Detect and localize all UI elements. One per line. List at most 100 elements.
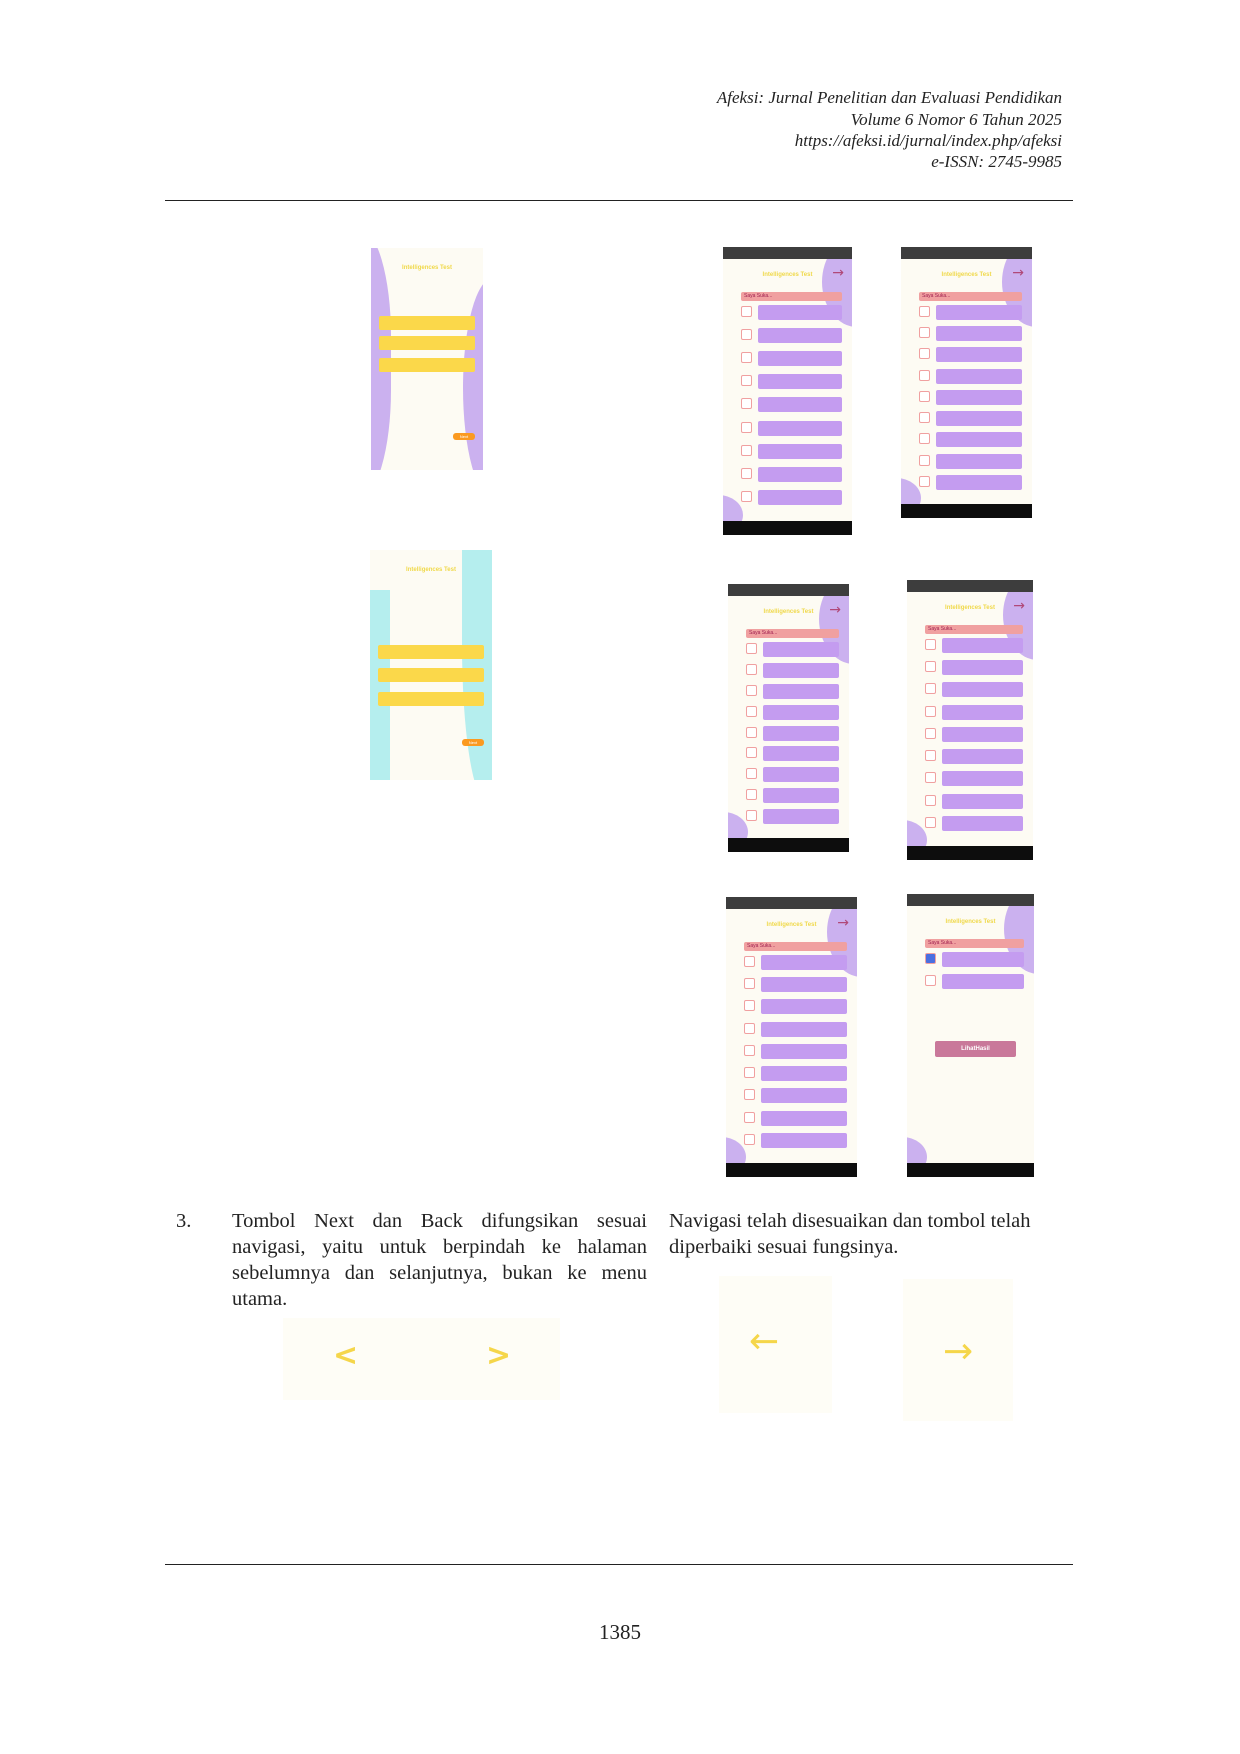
arrow-right-icon[interactable]: → — [832, 265, 844, 281]
option-label[interactable] — [942, 660, 1023, 676]
checkbox[interactable] — [925, 727, 936, 739]
arrow-right-icon[interactable]: → — [829, 602, 841, 618]
checkbox[interactable] — [746, 747, 757, 759]
checkbox[interactable] — [919, 348, 930, 360]
checklist-item[interactable] — [744, 1066, 847, 1082]
checklist-item[interactable] — [741, 351, 842, 367]
checkbox[interactable] — [741, 421, 752, 433]
journal-url[interactable]: https://afeksi.id/jurnal/index.php/afeks… — [794, 131, 1062, 150]
option-label[interactable] — [761, 977, 847, 993]
option-label[interactable] — [758, 420, 842, 436]
checklist-item[interactable] — [746, 788, 839, 804]
checklist-item[interactable] — [925, 793, 1023, 809]
option-label[interactable] — [763, 809, 839, 825]
option-label[interactable] — [936, 453, 1022, 469]
checkbox[interactable] — [744, 1022, 755, 1034]
checkbox[interactable] — [925, 953, 936, 964]
checklist-item[interactable] — [744, 955, 847, 970]
arrow-right-icon[interactable]: → — [1012, 265, 1024, 281]
checkbox[interactable] — [744, 1089, 755, 1101]
checkbox[interactable] — [925, 705, 936, 717]
checkbox[interactable] — [746, 643, 757, 654]
checkbox[interactable] — [744, 978, 755, 990]
checklist-item[interactable] — [744, 1088, 847, 1104]
checklist-item[interactable] — [919, 368, 1022, 384]
checklist-item[interactable] — [746, 725, 839, 741]
checklist-item[interactable] — [744, 977, 847, 993]
checkbox[interactable] — [741, 306, 752, 317]
checklist-item[interactable] — [919, 474, 1022, 490]
option-label[interactable] — [763, 725, 839, 741]
option-label[interactable] — [942, 704, 1023, 720]
quiz-option[interactable] — [378, 692, 484, 706]
checklist-item[interactable] — [746, 704, 839, 720]
option-label[interactable] — [936, 347, 1022, 363]
checkbox[interactable] — [741, 444, 752, 456]
quiz-option[interactable] — [379, 336, 475, 350]
checklist-item[interactable] — [919, 326, 1022, 342]
checklist-item[interactable] — [746, 809, 839, 825]
option-label[interactable] — [942, 793, 1023, 809]
checkbox[interactable] — [741, 490, 752, 502]
checklist-item[interactable] — [925, 638, 1023, 653]
checklist-item[interactable] — [741, 489, 842, 505]
checklist-item[interactable] — [746, 683, 839, 699]
checkbox[interactable] — [741, 398, 752, 410]
see-result-button[interactable]: LihatHasil — [935, 1041, 1016, 1057]
option-label[interactable] — [942, 974, 1024, 989]
checkbox[interactable] — [744, 956, 755, 967]
checklist-item[interactable] — [925, 974, 1024, 989]
quiz-option[interactable] — [378, 645, 484, 659]
quiz-option[interactable] — [379, 316, 475, 330]
checkbox[interactable] — [744, 1044, 755, 1056]
checkbox[interactable] — [741, 329, 752, 341]
checklist-item[interactable] — [925, 749, 1023, 765]
option-label[interactable] — [758, 489, 842, 505]
option-label[interactable] — [761, 1088, 847, 1104]
checklist-item[interactable] — [744, 999, 847, 1015]
checkbox[interactable] — [925, 975, 936, 986]
checkbox[interactable] — [741, 352, 752, 364]
checkbox[interactable] — [746, 726, 757, 738]
checklist-item[interactable] — [746, 746, 839, 762]
checklist-item[interactable] — [919, 432, 1022, 448]
option-label[interactable] — [758, 305, 842, 320]
checklist-item[interactable] — [919, 347, 1022, 363]
checklist-item[interactable] — [746, 662, 839, 678]
option-label[interactable] — [761, 1110, 847, 1126]
checklist-item[interactable] — [925, 815, 1023, 831]
checkbox[interactable] — [925, 661, 936, 673]
checkbox[interactable] — [746, 663, 757, 675]
option-label[interactable] — [936, 389, 1022, 405]
quiz-option[interactable] — [378, 668, 484, 682]
option-label[interactable] — [761, 1043, 847, 1059]
option-label[interactable] — [758, 397, 842, 413]
checkbox[interactable] — [919, 390, 930, 402]
checklist-item[interactable] — [746, 642, 839, 657]
checklist-item[interactable] — [919, 411, 1022, 427]
option-label[interactable] — [761, 999, 847, 1015]
quiz-option[interactable] — [379, 358, 475, 372]
checklist-item[interactable] — [741, 466, 842, 482]
option-label[interactable] — [763, 788, 839, 804]
option-label[interactable] — [761, 1066, 847, 1082]
checkbox[interactable] — [741, 467, 752, 479]
option-label[interactable] — [936, 368, 1022, 384]
option-label[interactable] — [758, 443, 842, 459]
next-button[interactable]: Next — [462, 739, 484, 746]
checklist-item[interactable] — [741, 443, 842, 459]
option-label[interactable] — [761, 1132, 847, 1148]
checklist-item[interactable] — [744, 1021, 847, 1037]
checkbox[interactable] — [919, 412, 930, 424]
checkbox[interactable] — [746, 810, 757, 822]
option-label[interactable] — [761, 1021, 847, 1037]
checklist-item[interactable] — [744, 1110, 847, 1126]
option-label[interactable] — [936, 305, 1022, 320]
checklist-item[interactable] — [741, 397, 842, 413]
checkbox[interactable] — [746, 705, 757, 717]
option-label[interactable] — [936, 474, 1022, 490]
checklist-item[interactable] — [925, 660, 1023, 676]
checkbox[interactable] — [925, 750, 936, 762]
checklist-item[interactable] — [925, 726, 1023, 742]
checklist-item[interactable] — [925, 771, 1023, 787]
